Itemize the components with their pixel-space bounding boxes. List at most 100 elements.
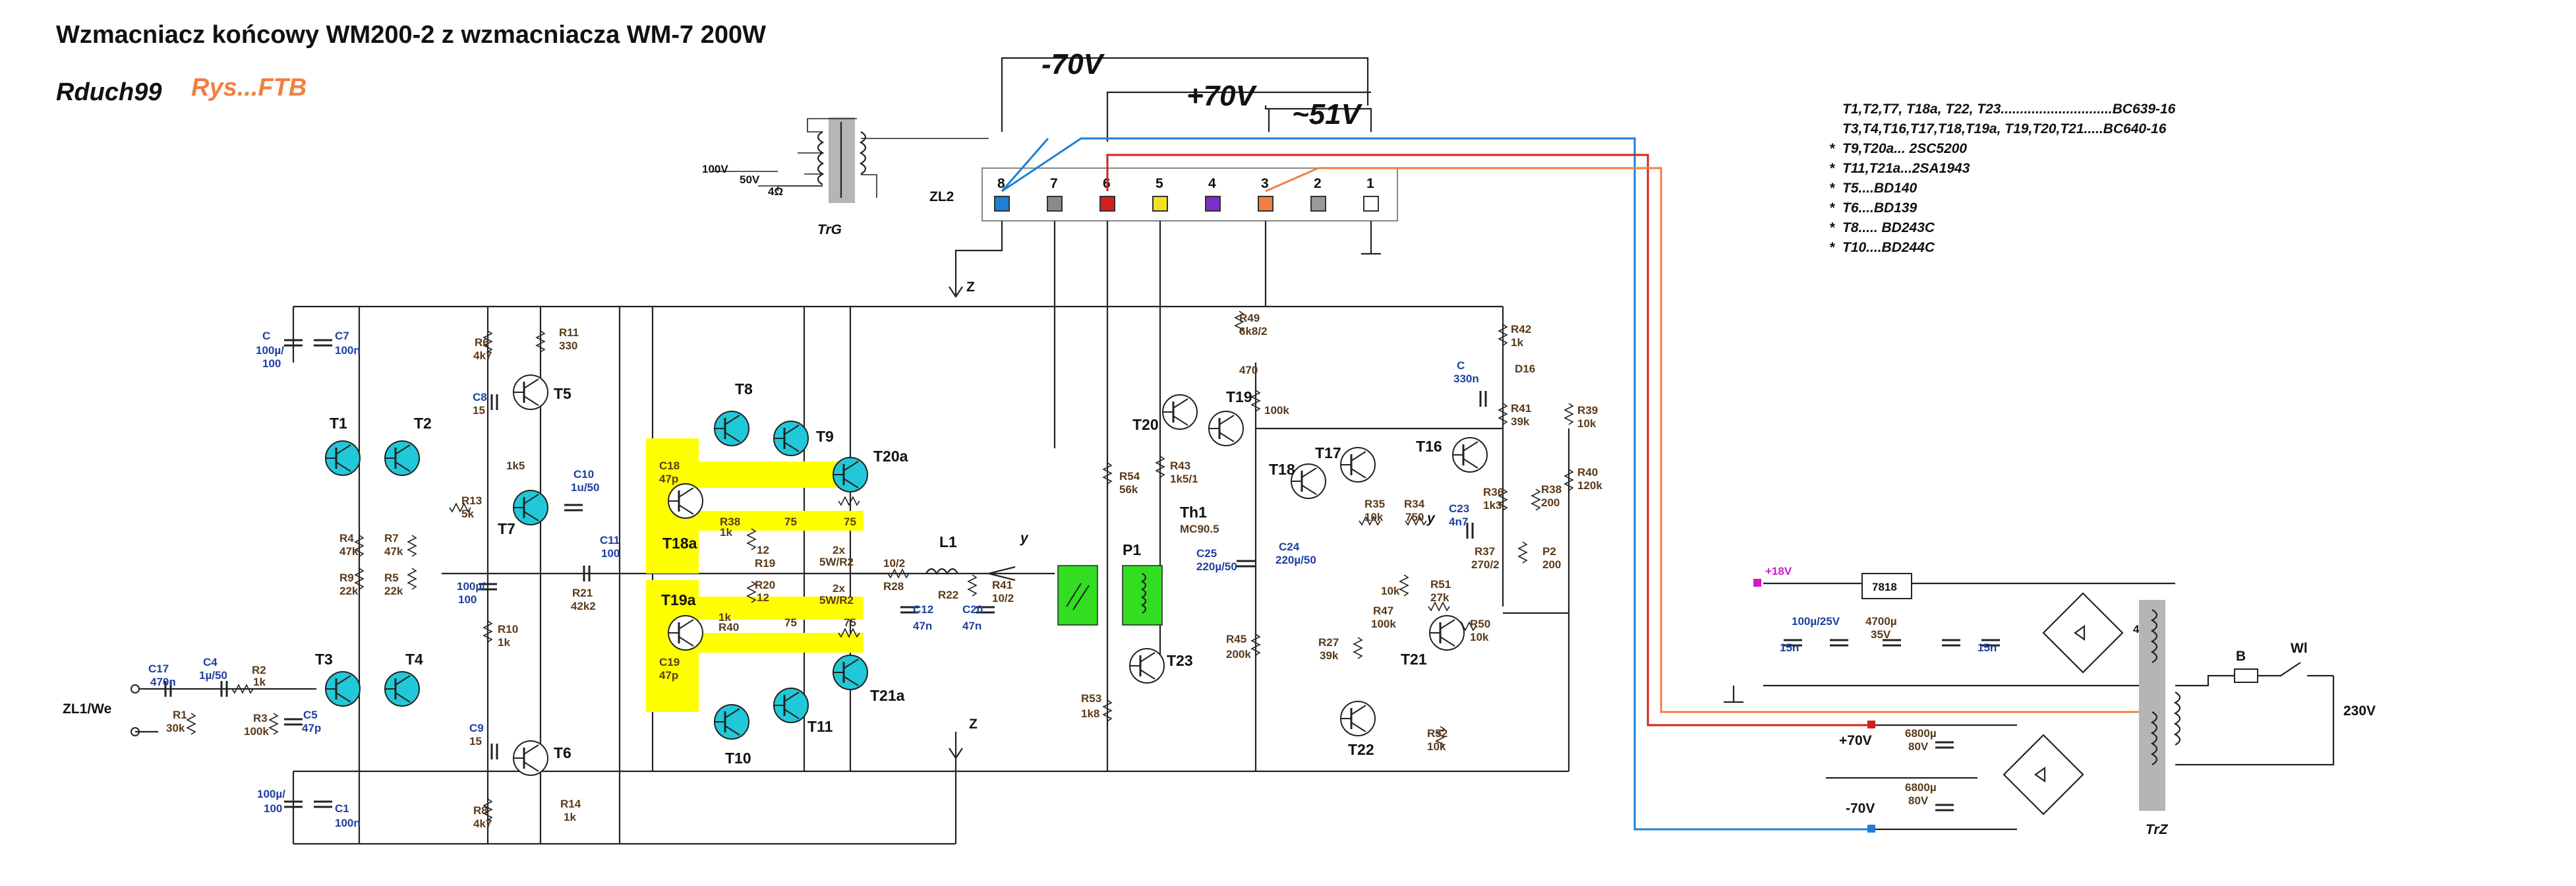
legend-star-2: *: [1829, 141, 1835, 156]
label-parts-c20: C20: [962, 603, 983, 616]
label-parts-c8: C8: [473, 391, 487, 403]
label-parts-c25v: 220µ/50: [1196, 560, 1237, 573]
resistor-21: [1155, 456, 1165, 478]
label-parts-r2: R2: [252, 664, 266, 676]
label-parts-c4: C4: [203, 656, 218, 668]
label-parts-r2xb: 2x: [833, 582, 845, 595]
label-parts-r43v: 1k5/1: [1170, 473, 1198, 485]
label-parts-r1v: 30k: [166, 722, 185, 734]
rail-ac-label: ~51V: [1292, 98, 1363, 131]
label-parts-r42: R42: [1511, 323, 1531, 336]
label-parts-c18: C18: [659, 459, 680, 472]
resistor-2: [449, 502, 471, 513]
label-parts-r49: R49: [1239, 312, 1260, 324]
legend-line-3: T11,T21a...2SA1943: [1842, 161, 1970, 176]
label-parts-r75d: 75: [844, 616, 856, 629]
resistor-16: [887, 568, 910, 579]
wire-orange: [1265, 167, 2150, 752]
bias-highlight-2: [699, 511, 864, 531]
label-parts-c17: C17: [148, 663, 169, 675]
label-parts-r28: R28: [883, 580, 904, 593]
reg-label: 7818: [1872, 581, 1897, 593]
transistor-label-t18: T18: [1269, 461, 1295, 478]
resistor-5: [746, 528, 757, 550]
trz-label: TrZ: [2146, 822, 2169, 837]
rail-pos-label: +70V: [1186, 80, 1258, 112]
label-power-c6800b_1: 6800µ: [1905, 781, 1937, 794]
label-parts-r100k: 100k: [1264, 404, 1289, 417]
transistor-label-t4: T4: [405, 651, 423, 668]
resistor-32: [1498, 403, 1508, 425]
label-parts-r37v: 270/2: [1471, 558, 1500, 571]
label-parts-r8: R8: [473, 804, 488, 817]
label-parts-r47: R47: [1373, 605, 1393, 617]
resistor-15: [268, 713, 279, 735]
label-parts-r4: R4: [339, 532, 354, 545]
label-parts-c17v: 470n: [150, 676, 176, 688]
zl2-pin-2-number: 2: [1314, 176, 1322, 191]
label-parts-c19v: 47p: [659, 669, 678, 682]
trg-100v: 100V: [702, 163, 728, 175]
transistor-label-t7: T7: [498, 520, 515, 537]
transistor-label-t23: T23: [1167, 652, 1193, 669]
highlight-blocks: [646, 438, 864, 712]
label-power-c4700_2: 35V: [1871, 628, 1891, 641]
label-parts-r4v: 47k: [339, 545, 359, 558]
label-parts-r40av: 1k: [718, 611, 731, 624]
label-parts-r12b: 12: [757, 591, 769, 604]
label-parts-c100u2: 100: [458, 593, 477, 606]
transistor-label-t20: T20: [1132, 416, 1159, 433]
label-parts-r51v: 27k: [1430, 591, 1449, 604]
zl2-pin-2: [1310, 196, 1326, 212]
transistor-label-t20a: T20a: [873, 448, 908, 465]
legend-line-2: T9,T20a... 2SC5200: [1842, 141, 1967, 156]
zl2-pin-1-number: 1: [1366, 176, 1374, 191]
transistor-label-t3: T3: [315, 651, 333, 668]
inductor-l1: [925, 568, 958, 576]
label-parts-r41bv: 39k: [1511, 415, 1530, 428]
label-parts-r10v: 1k: [498, 636, 510, 649]
label-parts-r11v: 330: [559, 340, 577, 352]
label-parts-p2v: 200: [1542, 558, 1561, 571]
resistor-30: [1435, 726, 1446, 748]
label-parts-r8v: 4k7: [473, 817, 492, 830]
label-parts-r12a: 12: [757, 544, 769, 556]
label-parts-r2v: 1k: [253, 676, 266, 688]
label-parts-c12v: 47n: [913, 620, 932, 632]
label-parts-r43: R43: [1170, 459, 1190, 472]
label-parts-r34v: 750: [1405, 511, 1424, 523]
label-parts-c7v: 100n: [335, 344, 361, 357]
label-parts-r6v: 4k7: [473, 349, 492, 362]
label-parts-r38: R38: [720, 516, 740, 528]
label-parts-r41b: R41: [1511, 402, 1531, 415]
label-parts-c330v: 330n: [1453, 372, 1479, 385]
zl2-pin-1: [1363, 196, 1379, 212]
resistor-25: [1405, 516, 1427, 526]
resistor-13: [231, 684, 254, 694]
resistor-14: [186, 713, 196, 735]
label-power-c6800a_2: 80V: [1908, 740, 1929, 753]
label-parts-c9v: 15: [469, 735, 482, 748]
transistor-label-t19a: T19a: [661, 591, 696, 608]
input-label: ZL1/We: [63, 701, 111, 717]
label-parts-c_topv1: 100µ/: [256, 344, 284, 357]
resistor-35: [1531, 488, 1541, 511]
power-supply: 7818 +18V 4x15n TrZ B Wl 230V +70V -70: [1724, 565, 2376, 837]
label-parts-c4v: 1µ/50: [199, 669, 227, 682]
resistor-18: [1234, 310, 1244, 333]
label-parts-r6: R6: [475, 336, 489, 349]
label-parts-c24v: 220µ/50: [1275, 554, 1316, 566]
switch-label: Wl: [2291, 641, 2308, 656]
resistor-0: [483, 330, 493, 353]
zl2-pin-5-number: 5: [1156, 176, 1163, 191]
resistor-7: [354, 535, 365, 557]
label-parts-c1: C1: [335, 802, 349, 815]
resistor-1: [535, 330, 546, 353]
trg-50v: 50V: [740, 173, 760, 186]
label-parts-r5w1: 5W/R2: [819, 556, 854, 568]
label-parts-c1v: 100n: [335, 817, 361, 829]
resistor-9: [354, 568, 365, 590]
label-parts-r1k5: 1k5: [506, 459, 525, 472]
